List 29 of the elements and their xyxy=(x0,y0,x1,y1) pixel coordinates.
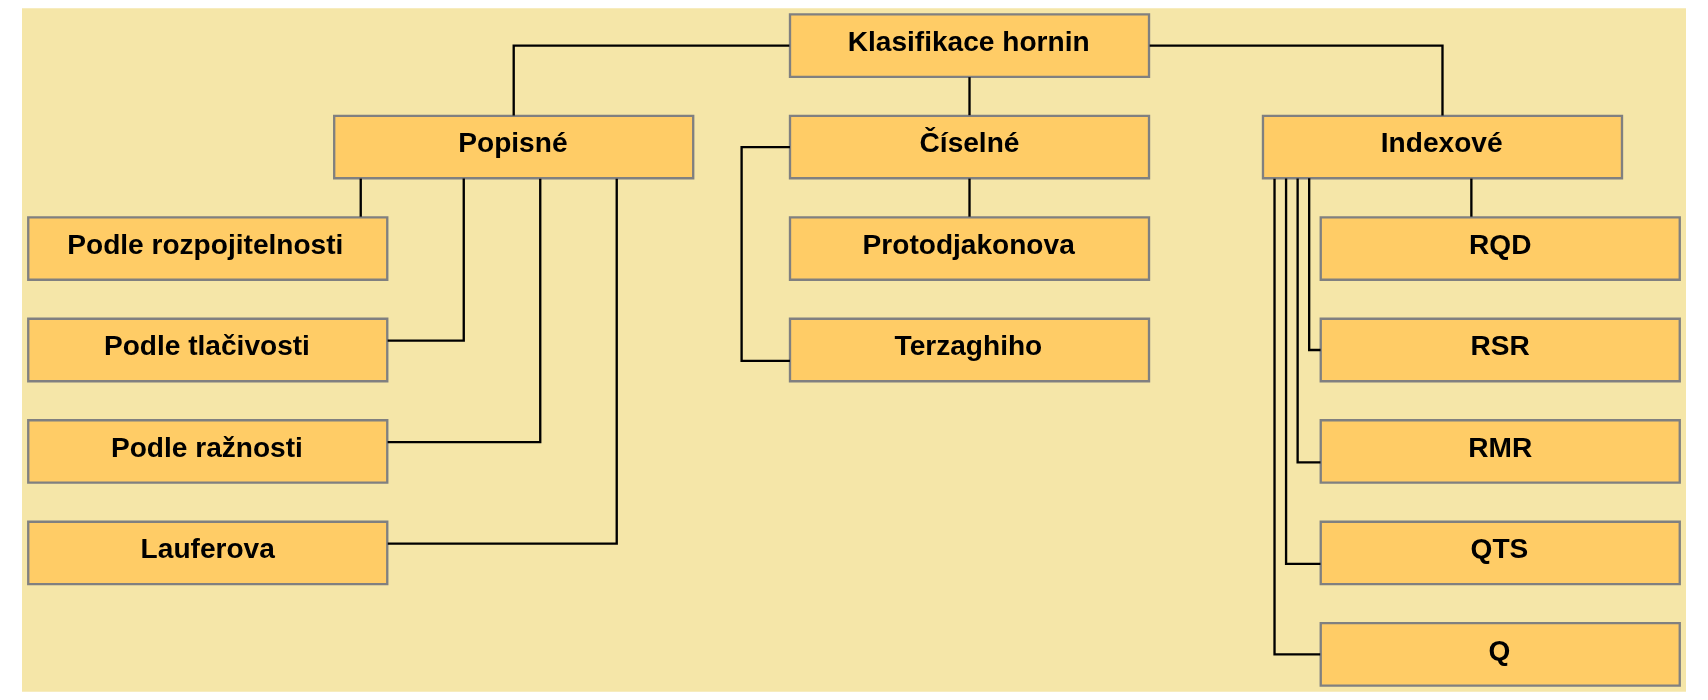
connector xyxy=(387,178,618,545)
node-box: RMR xyxy=(1319,419,1681,484)
node-box: Protodjakonova xyxy=(788,216,1151,281)
connector xyxy=(387,178,465,342)
connector xyxy=(387,178,542,444)
node-box: RQD xyxy=(1319,216,1681,281)
node-box: Podle ražnosti xyxy=(27,419,389,484)
connector xyxy=(740,145,790,363)
node-box: QTS xyxy=(1319,520,1681,586)
connector xyxy=(968,178,971,217)
node-box: Q xyxy=(1319,622,1681,687)
node-box: Podle tlačivosti xyxy=(27,317,389,383)
connector xyxy=(1284,178,1321,565)
connector xyxy=(359,178,362,217)
node-box: Lauferova xyxy=(27,520,389,586)
node-box: RSR xyxy=(1319,317,1681,383)
node-box: Indexové xyxy=(1261,114,1624,180)
connector xyxy=(1470,178,1473,217)
node-box: Číselné xyxy=(788,114,1151,180)
connector xyxy=(1273,178,1321,656)
node-box: Klasifikace hornin xyxy=(788,13,1151,78)
node-box: Podle rozpojitelnosti xyxy=(27,216,389,281)
connector xyxy=(968,77,971,116)
node-box: Terzaghiho xyxy=(788,317,1151,383)
connector xyxy=(1149,44,1444,116)
connector xyxy=(1308,178,1321,352)
node-box: Popisné xyxy=(333,114,695,180)
connector xyxy=(512,44,790,116)
connector xyxy=(1296,178,1321,464)
